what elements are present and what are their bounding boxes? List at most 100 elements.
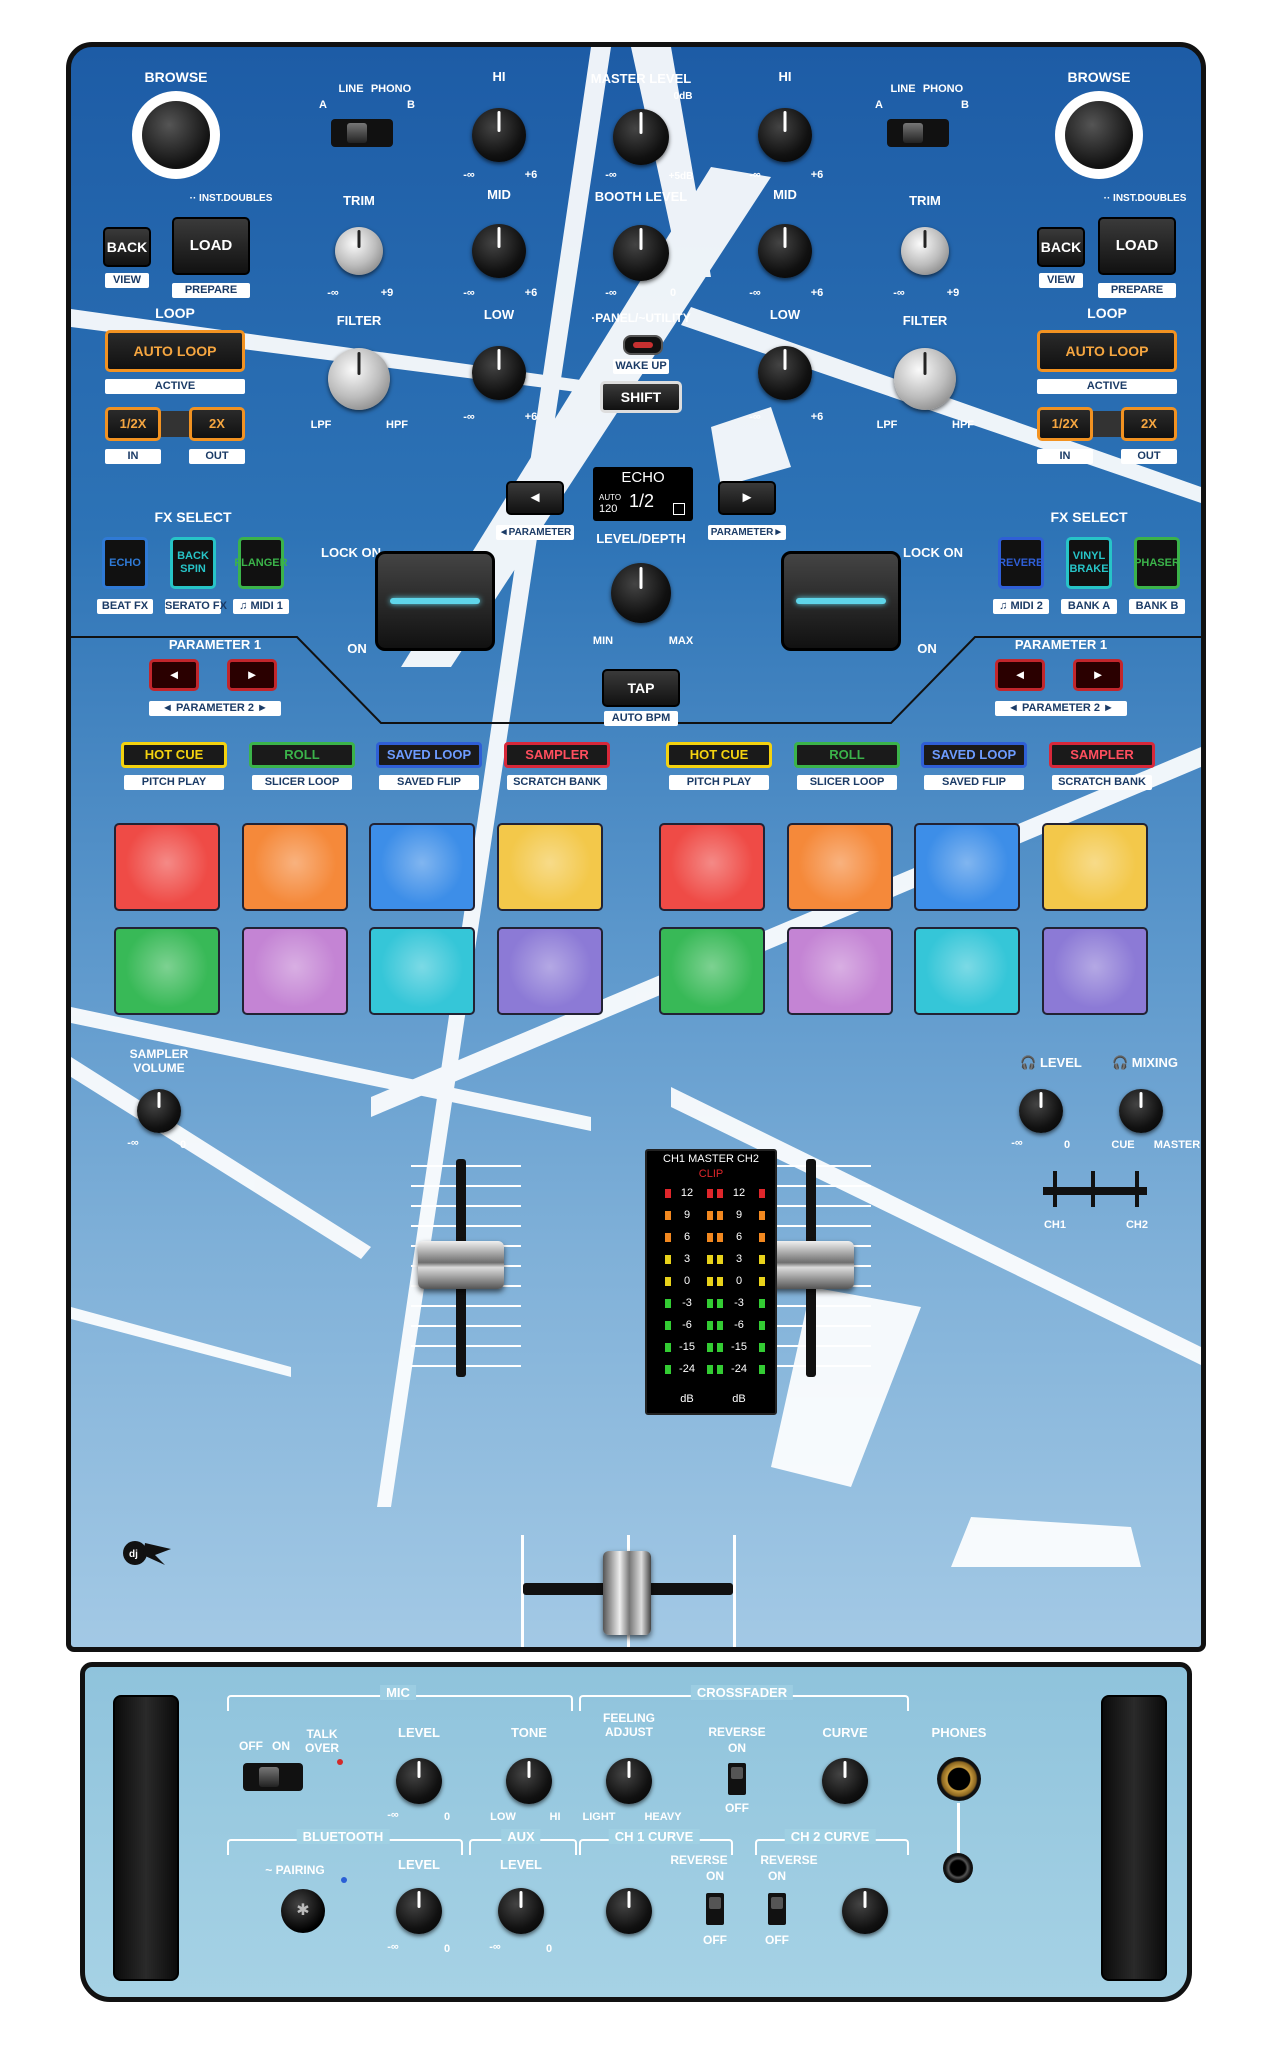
half-loop-button-right[interactable]: 1/2X bbox=[1037, 407, 1093, 441]
fx-button-flanger[interactable]: FLANGER bbox=[234, 537, 288, 589]
mic-level-knob[interactable] bbox=[396, 1758, 442, 1804]
parameter-right-button-left[interactable]: ► bbox=[227, 659, 277, 691]
parameter-left-button-left[interactable]: ◄ bbox=[149, 659, 199, 691]
parameter-right-button-right[interactable]: ► bbox=[1073, 659, 1123, 691]
parameter-left-button-right[interactable]: ◄ bbox=[995, 659, 1045, 691]
pad-right-3[interactable] bbox=[914, 823, 1020, 911]
sampler-volume-knob[interactable] bbox=[137, 1089, 181, 1133]
pad-right-8[interactable] bbox=[1042, 927, 1148, 1015]
mid-eq-knob-left[interactable] bbox=[472, 224, 526, 278]
pad-left-4[interactable] bbox=[497, 823, 603, 911]
fx-button-vinyl-brake[interactable]: VINYL BRAKE bbox=[1066, 537, 1112, 589]
channel-fader-left[interactable] bbox=[418, 1241, 504, 1289]
fx-button-echo[interactable]: ECHO bbox=[102, 537, 148, 589]
pad-left-2[interactable] bbox=[242, 823, 348, 911]
pad-left-7[interactable] bbox=[369, 927, 475, 1015]
line-label-left: LINE bbox=[338, 83, 364, 95]
double-loop-button-left[interactable]: 2X bbox=[189, 407, 245, 441]
crossfader-reverse-switch[interactable] bbox=[728, 1763, 746, 1795]
mode-saved-loop-left[interactable]: SAVED LOOP bbox=[376, 742, 482, 768]
load-button-right[interactable]: LOAD bbox=[1098, 217, 1176, 275]
meter-segment bbox=[759, 1211, 765, 1220]
ch2-curve-knob[interactable] bbox=[842, 1888, 888, 1934]
low-eq-knob-left[interactable] bbox=[472, 346, 526, 400]
bluetooth-pairing-button[interactable]: ✱ bbox=[281, 1889, 325, 1933]
master-level-knob[interactable] bbox=[613, 109, 669, 165]
fx-button-back-spin[interactable]: BACK SPIN bbox=[170, 537, 216, 589]
fx-tag-midi-1: ♫ MIDI 1 bbox=[233, 599, 289, 614]
mode-tag-slicer-loop-right: SLICER LOOP bbox=[797, 775, 897, 790]
pad-left-1[interactable] bbox=[114, 823, 220, 911]
back-button-right[interactable]: BACK bbox=[1037, 227, 1085, 267]
double-loop-button-right[interactable]: 2X bbox=[1121, 407, 1177, 441]
lock-fader-right[interactable] bbox=[781, 551, 901, 651]
booth-level-knob[interactable] bbox=[613, 225, 669, 281]
panel-utility-button[interactable] bbox=[623, 335, 663, 355]
aux-section-label: AUX bbox=[501, 1829, 541, 1844]
auto-loop-button-right[interactable]: AUTO LOOP bbox=[1037, 330, 1177, 372]
browse-encoder-left[interactable] bbox=[132, 91, 220, 179]
fx-button-reverb[interactable]: REVERB bbox=[998, 537, 1044, 589]
mid-eq-knob-right[interactable] bbox=[758, 224, 812, 278]
pad-right-2[interactable] bbox=[787, 823, 893, 911]
filter-knob-right[interactable] bbox=[894, 348, 956, 410]
fx-param-left-button[interactable]: ◄ bbox=[506, 481, 564, 515]
headphone-level-knob[interactable] bbox=[1019, 1089, 1063, 1133]
crossfader[interactable] bbox=[603, 1551, 651, 1635]
loop-button-divider-right bbox=[1093, 411, 1121, 437]
pad-right-4[interactable] bbox=[1042, 823, 1148, 911]
tap-button[interactable]: TAP bbox=[602, 669, 680, 707]
back-button-left[interactable]: BACK bbox=[103, 227, 151, 267]
mode-hot-cue-left[interactable]: HOT CUE bbox=[121, 742, 227, 768]
cue-ch1-button[interactable] bbox=[1053, 1171, 1057, 1207]
mode-roll-left[interactable]: ROLL bbox=[249, 742, 355, 768]
pad-right-6[interactable] bbox=[787, 927, 893, 1015]
phones-jack-large[interactable] bbox=[937, 1757, 981, 1801]
headphone-mixing-knob[interactable] bbox=[1119, 1089, 1163, 1133]
lock-fader-left[interactable] bbox=[375, 551, 495, 651]
fx-button-phaser[interactable]: PHASER bbox=[1134, 537, 1180, 589]
browse-encoder-right[interactable] bbox=[1055, 91, 1143, 179]
half-loop-button-left[interactable]: 1/2X bbox=[105, 407, 161, 441]
aux-level-knob[interactable] bbox=[498, 1888, 544, 1934]
pad-left-6[interactable] bbox=[242, 927, 348, 1015]
crossfader-curve-knob[interactable] bbox=[822, 1758, 868, 1804]
bluetooth-level-max: 0 bbox=[443, 1943, 451, 1955]
shift-button[interactable]: SHIFT bbox=[600, 381, 682, 413]
trim-knob-left[interactable] bbox=[335, 227, 383, 275]
pad-right-5[interactable] bbox=[659, 927, 765, 1015]
line-phono-switch-left[interactable] bbox=[331, 119, 393, 147]
hi-eq-knob-right[interactable] bbox=[758, 108, 812, 162]
ch1-reverse-switch[interactable] bbox=[706, 1893, 724, 1925]
ch1-curve-knob[interactable] bbox=[606, 1888, 652, 1934]
level-depth-knob[interactable] bbox=[611, 563, 671, 623]
mode-sampler-right[interactable]: SAMPLER bbox=[1049, 742, 1155, 768]
pad-right-1[interactable] bbox=[659, 823, 765, 911]
meter-segment bbox=[717, 1233, 723, 1242]
tone-knob[interactable] bbox=[506, 1758, 552, 1804]
pad-left-3[interactable] bbox=[369, 823, 475, 911]
low-eq-knob-right[interactable] bbox=[758, 346, 812, 400]
auto-loop-button-left[interactable]: AUTO LOOP bbox=[105, 330, 245, 372]
line-phono-switch-right[interactable] bbox=[887, 119, 949, 147]
cue-ch2-button[interactable] bbox=[1135, 1171, 1139, 1207]
bluetooth-level-knob[interactable] bbox=[396, 1888, 442, 1934]
mode-hot-cue-right[interactable]: HOT CUE bbox=[666, 742, 772, 768]
load-button-left[interactable]: LOAD bbox=[172, 217, 250, 275]
filter-knob-left[interactable] bbox=[328, 348, 390, 410]
mic-switch[interactable] bbox=[243, 1763, 303, 1791]
pad-left-5[interactable] bbox=[114, 927, 220, 1015]
pad-right-7[interactable] bbox=[914, 927, 1020, 1015]
pad-left-8[interactable] bbox=[497, 927, 603, 1015]
channel-fader-right[interactable] bbox=[768, 1241, 854, 1289]
hi-eq-knob-left[interactable] bbox=[472, 108, 526, 162]
feeling-adjust-knob[interactable] bbox=[606, 1758, 652, 1804]
headphone-mixing-label: 🎧 MIXING bbox=[1111, 1055, 1179, 1070]
mode-roll-right[interactable]: ROLL bbox=[794, 742, 900, 768]
phones-jack-small[interactable] bbox=[943, 1853, 973, 1883]
mode-sampler-left[interactable]: SAMPLER bbox=[504, 742, 610, 768]
mode-saved-loop-right[interactable]: SAVED LOOP bbox=[921, 742, 1027, 768]
ch2-reverse-switch[interactable] bbox=[768, 1893, 786, 1925]
fx-param-right-button[interactable]: ► bbox=[718, 481, 776, 515]
trim-knob-right[interactable] bbox=[901, 227, 949, 275]
